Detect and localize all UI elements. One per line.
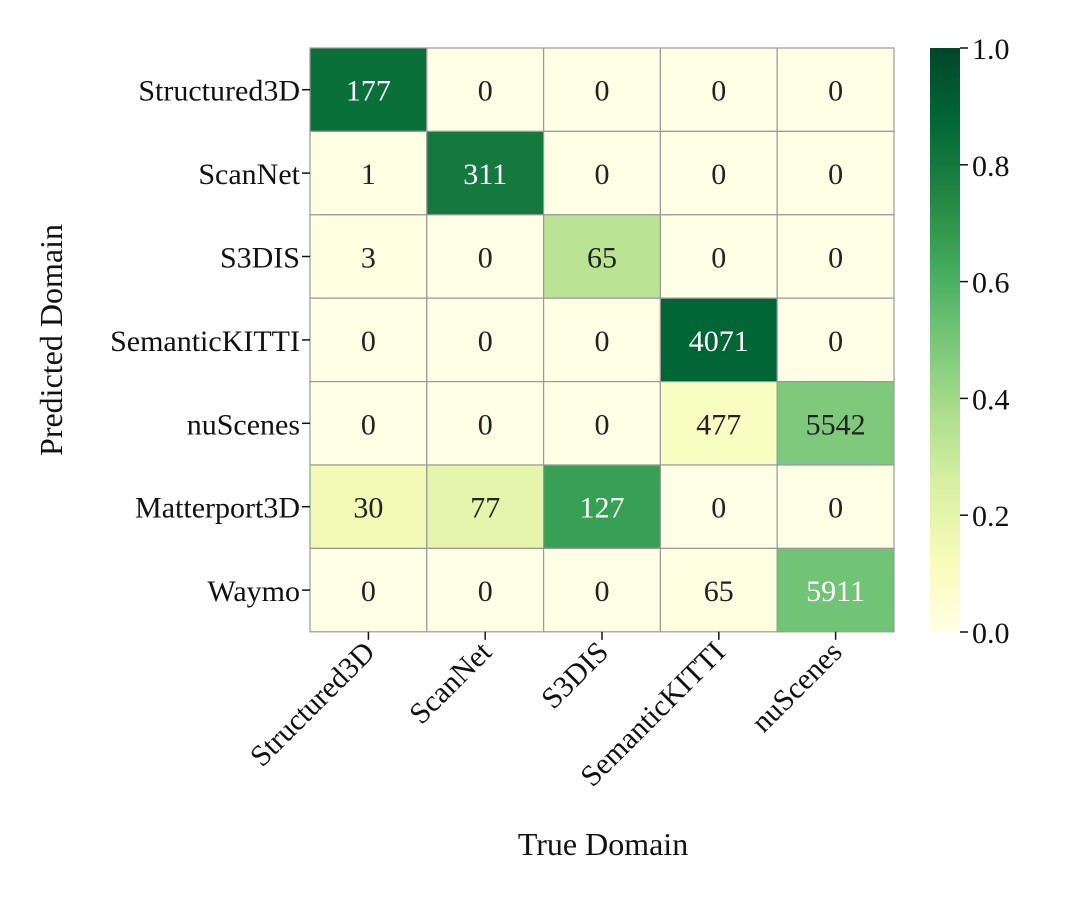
colorbar-tick-label: 1.0 [972, 33, 1010, 66]
y-tick-label: ScanNet [198, 158, 300, 191]
colorbar-tick-labels: 0.0 0.2 0.4 0.6 0.8 1.0 [960, 33, 1010, 650]
heatmap-cell [776, 47, 895, 133]
cell-value-label: 0 [478, 325, 493, 358]
cell-value-label: 311 [463, 158, 507, 191]
heatmap-cell [776, 547, 895, 633]
heatmap-cell [426, 214, 545, 299]
heatmap-cell [776, 381, 895, 466]
cell-value-label: 477 [696, 408, 741, 441]
heatmap-cell [309, 47, 428, 133]
heatmap-cell [659, 464, 778, 550]
x-axis-label: True Domain [518, 826, 688, 862]
cell-value-label: 0 [478, 242, 493, 275]
cell-value-label: 0 [478, 408, 493, 441]
cell-value-label: 177 [346, 75, 391, 108]
x-tick-label: nuScenes [745, 635, 848, 738]
colorbar-tick-label: 0.4 [972, 383, 1010, 416]
cell-value-label: 0 [361, 325, 376, 358]
y-tick-label: Structured3D [138, 75, 300, 108]
y-tick-label: nuScenes [187, 408, 300, 441]
x-tick-label: Structured3D [244, 635, 382, 773]
y-axis-label: Predicted Domain [33, 224, 69, 456]
heatmap-cell [426, 297, 545, 383]
cell-value-label: 0 [361, 408, 376, 441]
cell-value-label: 0 [828, 75, 843, 108]
heatmap-cell [659, 47, 778, 133]
cell-value-label: 0 [361, 575, 376, 608]
cell-value-label: 0 [595, 408, 610, 441]
x-tick-label: S3DIS [535, 635, 615, 715]
heatmap-cell [426, 464, 545, 550]
cell-value-label: 0 [711, 158, 726, 191]
y-tick-label: Matterport3D [135, 492, 300, 525]
heatmap-cells [309, 47, 895, 633]
heatmap-cell [542, 464, 661, 550]
heatmap-cell [776, 214, 895, 299]
cell-value-label: 0 [478, 575, 493, 608]
cell-value-label: 30 [353, 492, 383, 525]
cell-value-label: 127 [580, 492, 625, 525]
cell-value-label: 1 [361, 158, 376, 191]
heatmap-cell [659, 214, 778, 299]
cell-value-label: 0 [828, 242, 843, 275]
cell-value-label: 77 [470, 492, 500, 525]
cell-value-label: 0 [828, 492, 843, 525]
heatmap-cell [542, 381, 661, 466]
heatmap-cell [659, 297, 778, 383]
y-tick-label: SemanticKITTI [110, 325, 300, 358]
cell-value-label: 5911 [806, 575, 865, 608]
cell-value-label: 3 [361, 242, 376, 275]
heatmap-cell [309, 547, 428, 633]
colorbar-tick-label: 0.2 [972, 500, 1010, 533]
cell-value-label: 0 [595, 325, 610, 358]
cell-value-label: 0 [828, 158, 843, 191]
heatmap-cell [542, 47, 661, 133]
colorbar-tick-label: 0.8 [972, 150, 1010, 183]
cell-value-label: 65 [704, 575, 734, 608]
cell-value-label: 65 [587, 242, 617, 275]
colorbar-tick-label: 0.0 [972, 617, 1010, 650]
cell-value-label: 0 [595, 575, 610, 608]
y-tick-label: Waymo [207, 575, 300, 608]
heatmap-cell [542, 297, 661, 383]
cell-value-label: 0 [828, 325, 843, 358]
heatmap-cell [309, 381, 428, 466]
cell-value-label: 0 [595, 158, 610, 191]
heatmap-cell [776, 130, 895, 216]
cell-value-label: 5542 [806, 408, 866, 441]
heatmap-cell [426, 381, 545, 466]
colorbar-tick-label: 0.6 [972, 267, 1010, 300]
heatmap-cell [309, 130, 428, 216]
heatmap-cell [542, 130, 661, 216]
x-tick-label: ScanNet [403, 635, 499, 731]
colorbar [930, 48, 960, 632]
cell-value-label: 0 [711, 75, 726, 108]
heatmap-cell [426, 47, 545, 133]
cell-value-label: 0 [711, 242, 726, 275]
heatmap-cell [776, 297, 895, 383]
y-tick-label: S3DIS [220, 242, 300, 275]
heatmap-cell [776, 464, 895, 550]
heatmap-cell [542, 214, 661, 299]
cell-value-label: 4071 [689, 325, 749, 358]
cell-value-label: 0 [711, 492, 726, 525]
cell-value-label: 0 [595, 75, 610, 108]
cell-value-label: 0 [478, 75, 493, 108]
